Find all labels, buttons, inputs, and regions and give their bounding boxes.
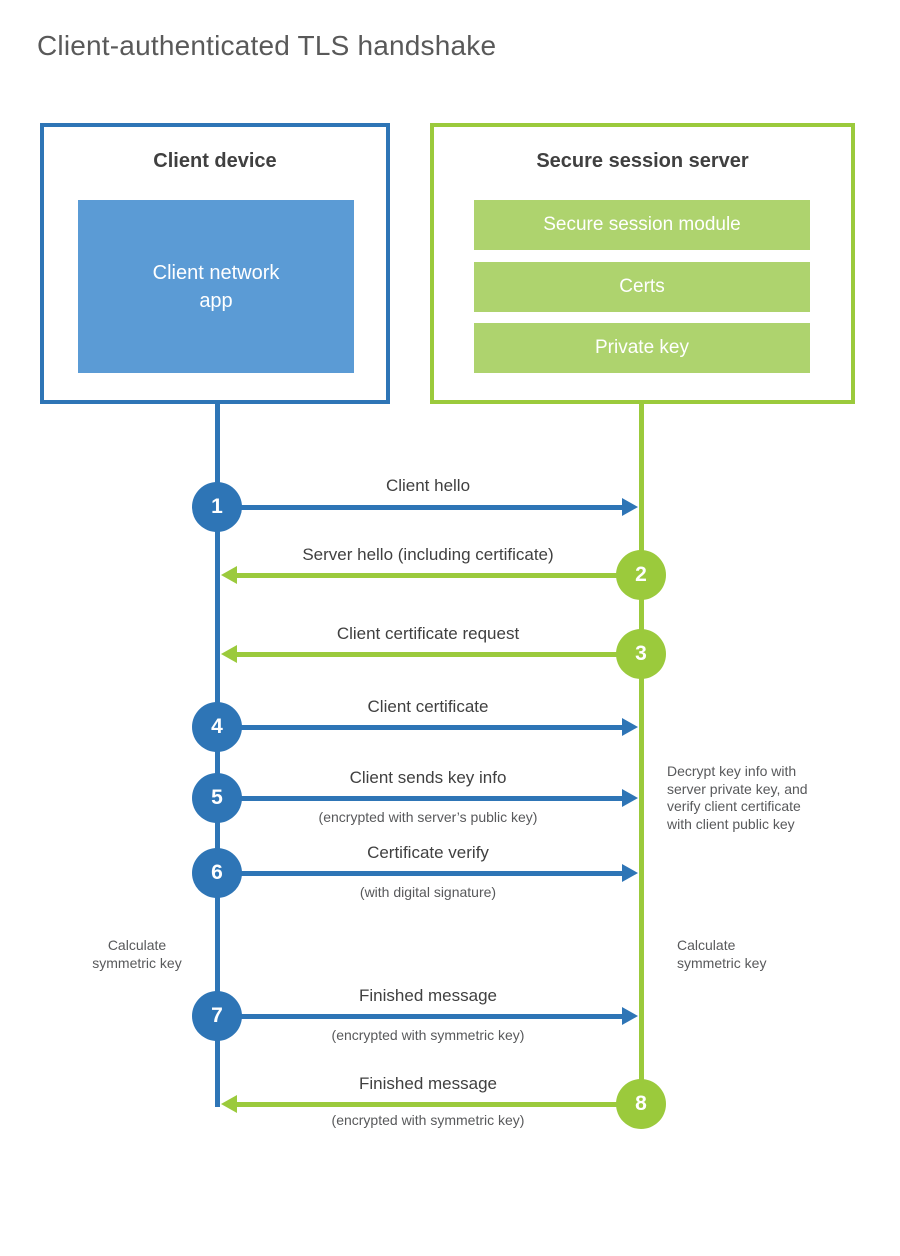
step-2-circle: 2 xyxy=(616,550,666,600)
arrow-left-icon xyxy=(221,645,641,663)
step-5-sublabel: (encrypted with server’s public key) xyxy=(318,809,538,825)
arrow-right-icon xyxy=(217,1007,638,1025)
server-module-certs: Certs xyxy=(474,262,810,312)
step-4-circle: 4 xyxy=(192,702,242,752)
client-device-box: Client device Client network app xyxy=(40,123,390,404)
step-7-circle: 7 xyxy=(192,991,242,1041)
step-6-circle: 6 xyxy=(192,848,242,898)
note-decrypt-key-info: Decrypt key info with server private key… xyxy=(667,763,808,832)
arrowhead-icon xyxy=(622,1007,638,1025)
step-3-label: Client certificate request xyxy=(336,624,520,643)
step-7-label: Finished message xyxy=(359,986,497,1005)
step-6-sublabel: (with digital signature) xyxy=(359,884,497,900)
arrowhead-icon xyxy=(221,1095,237,1113)
arrowhead-icon xyxy=(622,718,638,736)
client-lifeline xyxy=(215,404,220,1107)
step-5-circle: 5 xyxy=(192,773,242,823)
arrowhead-icon xyxy=(622,789,638,807)
arrowhead-icon xyxy=(221,645,237,663)
arrow-left-icon xyxy=(221,566,641,584)
step-2-label: Server hello (including certificate) xyxy=(302,545,554,564)
arrow-right-icon xyxy=(217,498,638,516)
arrowhead-icon xyxy=(622,864,638,882)
secure-session-server-title: Secure session server xyxy=(536,150,749,172)
server-lifeline xyxy=(639,404,644,1104)
arrow-right-icon xyxy=(217,789,638,807)
note-calculate-symmetric-key-client: Calculate symmetric key xyxy=(92,937,182,971)
step-1-circle: 1 xyxy=(192,482,242,532)
page-title: Client-authenticated TLS handshake xyxy=(37,30,497,61)
step-8-sublabel: (encrypted with symmetric key) xyxy=(331,1112,525,1128)
step-4-label: Client certificate xyxy=(367,697,489,716)
note-calculate-symmetric-key-server: Calculate symmetric key xyxy=(677,937,767,971)
step-6-label: Certificate verify xyxy=(367,843,489,862)
arrow-right-icon xyxy=(217,718,638,736)
arrow-right-icon xyxy=(217,864,638,882)
step-5-label: Client sends key info xyxy=(349,768,507,787)
step-3-circle: 3 xyxy=(616,629,666,679)
server-module-secure-session: Secure session module xyxy=(474,200,810,250)
arrow-left-icon xyxy=(221,1095,641,1113)
arrowhead-icon xyxy=(622,498,638,516)
server-module-private-key: Private key xyxy=(474,323,810,373)
arrowhead-icon xyxy=(221,566,237,584)
step-7-sublabel: (encrypted with symmetric key) xyxy=(331,1027,525,1043)
step-1-label: Client hello xyxy=(385,476,471,495)
step-8-label: Finished message xyxy=(359,1074,497,1093)
step-8-circle: 8 xyxy=(616,1079,666,1129)
client-device-title: Client device xyxy=(153,150,277,172)
client-network-app-box: Client network app xyxy=(78,200,354,373)
secure-session-server-box: Secure session server Secure session mod… xyxy=(430,123,855,404)
